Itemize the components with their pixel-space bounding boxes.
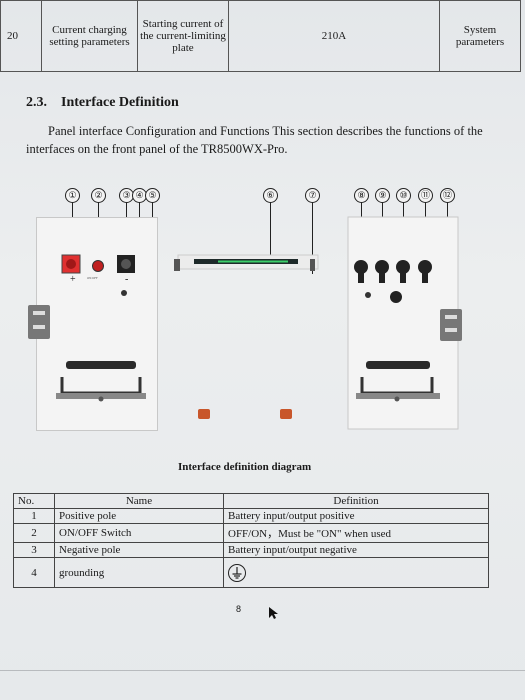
parameter-category: Current charging setting parameters (41, 0, 138, 72)
parameter-value: 210A (228, 0, 440, 72)
row-definition: OFF/ON，Must be "ON" when used (223, 523, 489, 543)
diagram-caption: Interface definition diagram (178, 461, 312, 473)
table-row: 2 ON/OFF Switch OFF/ON，Must be "ON" when… (13, 523, 489, 543)
table-row: 3 Negative pole Battery input/output neg… (13, 542, 489, 558)
parameter-table: 20 Current charging setting parameters S… (0, 0, 521, 72)
row-definition (223, 557, 489, 588)
definition-table: No. Name Definition 1 Positive pole Batt… (13, 493, 489, 588)
row-name: Positive pole (54, 508, 224, 524)
diagram-artwork (28, 216, 462, 430)
section-heading: 2.3. Interface Definition (26, 95, 179, 111)
minus-label: - (125, 274, 129, 285)
col-no: No. (13, 493, 55, 509)
battery-connectors (354, 260, 432, 283)
ground-icon (228, 563, 246, 582)
row-no: 2 (13, 523, 55, 543)
row-number: 20 (0, 0, 42, 72)
table-header-row: No. Name Definition (13, 493, 489, 509)
col-name: Name (54, 493, 224, 509)
section-title: Interface Definition (61, 95, 179, 110)
row-definition: Battery input/output negative (223, 542, 489, 558)
col-definition: Definition (223, 493, 489, 509)
onoff-switch (92, 260, 104, 272)
callout-9: ⑨ (375, 188, 390, 203)
row-name: grounding (54, 557, 224, 588)
section-paragraph: Panel interface Configuration and Functi… (26, 124, 483, 156)
interface-diagram: ① ② ③ ④ ⑤ ⑥ ⑦ ⑧ ⑨ ⑩ ⑪ ⑫ (28, 185, 498, 431)
row-no: 1 (13, 508, 55, 524)
row-no: 4 (13, 557, 55, 588)
table-row: 1 Positive pole Battery input/output pos… (13, 508, 489, 524)
ground-screw (121, 290, 127, 296)
table-row: 20 Current charging setting parameters S… (0, 0, 521, 72)
divider (0, 670, 525, 671)
callout-8: ⑧ (354, 188, 369, 203)
switch-label: ON/OFF (87, 276, 98, 280)
callout-2: ② (91, 188, 106, 203)
parameter-item: Starting current of the current-limiting… (137, 0, 229, 72)
row-name: ON/OFF Switch (54, 523, 224, 543)
section-number: 2.3. (26, 95, 47, 110)
mouse-pointer-icon (269, 607, 278, 619)
row-no: 3 (13, 542, 55, 558)
row-definition: Battery input/output positive (223, 508, 489, 524)
page-number: 8 (236, 604, 242, 614)
row-name: Negative pole (54, 542, 224, 558)
table-row: 4 grounding (13, 557, 489, 588)
plus-label: + (70, 274, 76, 285)
parameter-class: System parameters (439, 0, 521, 72)
